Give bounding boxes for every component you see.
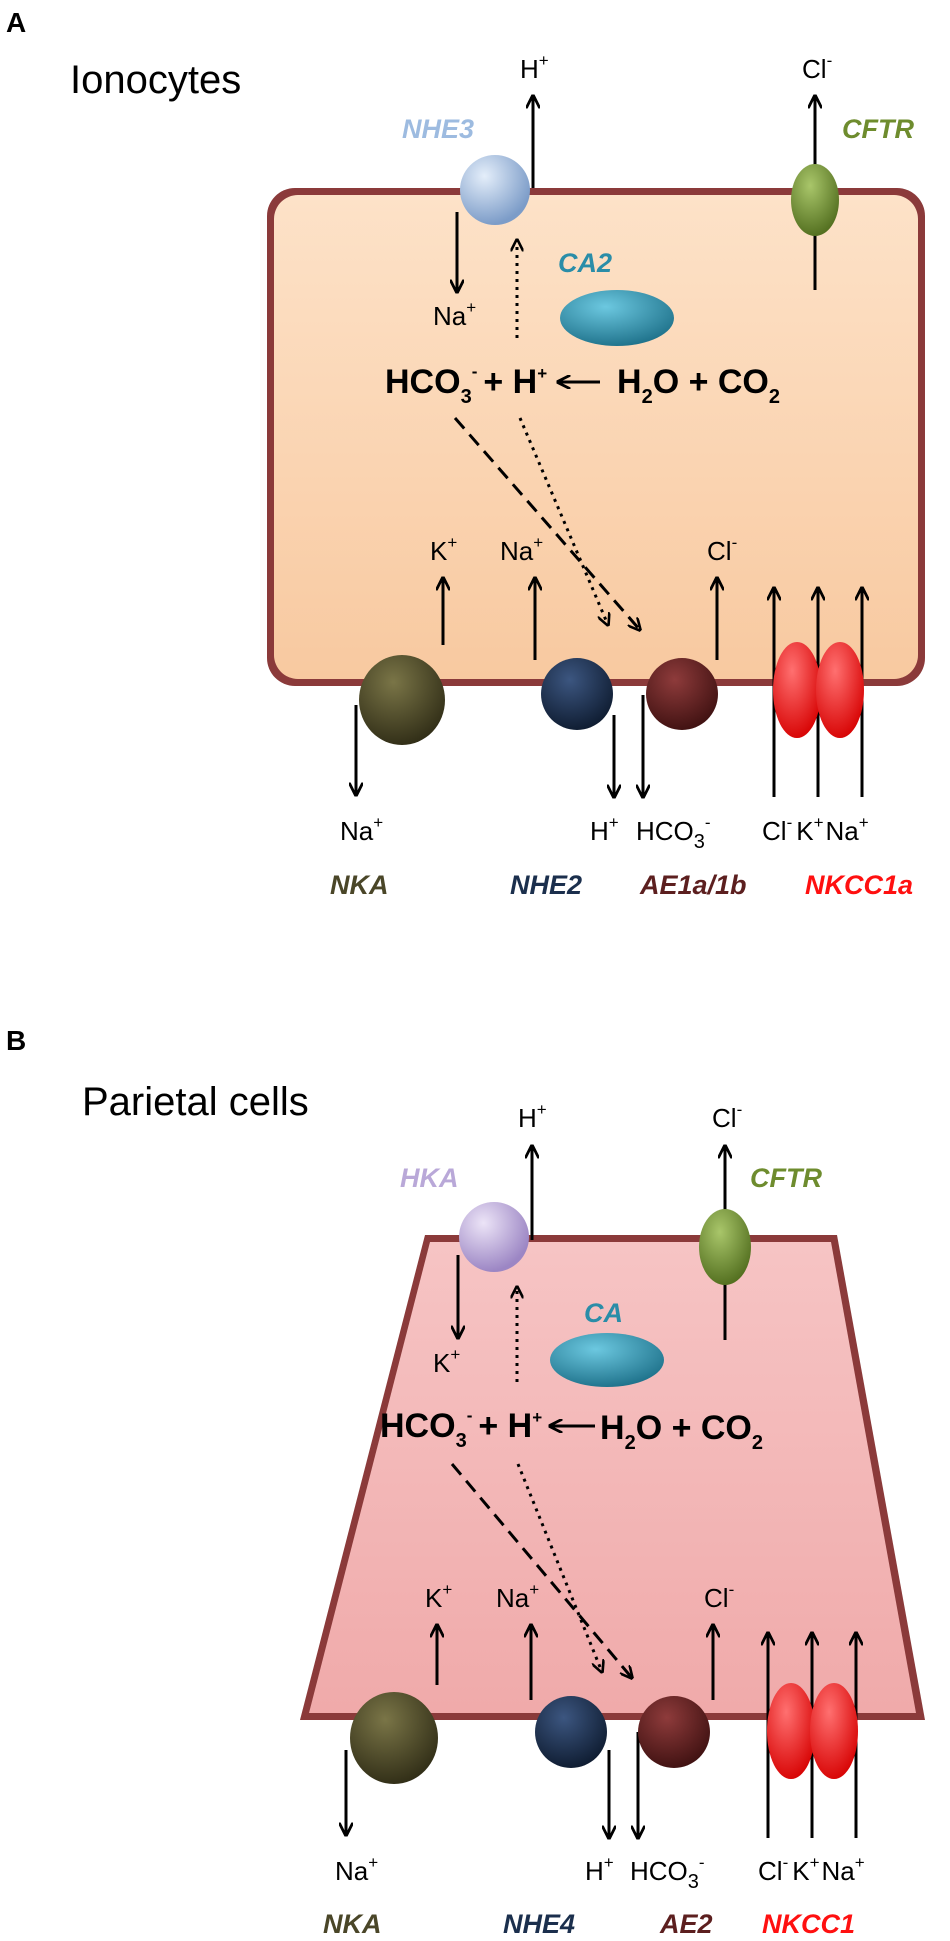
apical-cl-label-b: Cl- bbox=[712, 1100, 742, 1133]
baso-na-label: Na+ bbox=[500, 533, 543, 566]
baso-cl-label: Cl- bbox=[707, 533, 737, 566]
equation-b: HCO3-+ H+ bbox=[380, 1406, 542, 1452]
apical-cl-label: Cl- bbox=[802, 51, 832, 84]
baso-k-label: K+ bbox=[430, 533, 457, 566]
nkcc1a-left-lobe bbox=[773, 642, 821, 738]
baso-na-label-b: Na+ bbox=[496, 1580, 539, 1613]
nhe3-label: NHE3 bbox=[402, 114, 474, 144]
panel-b-title: Parietal cells bbox=[82, 1080, 309, 1124]
equation-a-right: H2O + CO2 bbox=[617, 363, 780, 408]
bottom-h-label: H+ bbox=[590, 813, 619, 846]
nka-pump-b bbox=[350, 1692, 438, 1784]
nhe2-transporter bbox=[541, 658, 613, 730]
equation-b-right: H2O + CO2 bbox=[600, 1409, 763, 1454]
nhe2-label: NHE2 bbox=[510, 870, 582, 900]
bottom-cl-k-na-label: Cl-K+Na+ bbox=[762, 813, 869, 846]
bottom-h-label-b: H+ bbox=[585, 1853, 614, 1886]
ca-enzyme bbox=[550, 1333, 664, 1387]
panel-b: B Parietal cells HKA H+ K+ CA Cl- CFTR H… bbox=[6, 1025, 925, 1939]
nhe3-transporter bbox=[460, 155, 530, 225]
ionocyte-cell bbox=[274, 195, 918, 679]
nka-label: NKA bbox=[330, 870, 389, 900]
panel-a-title: Ionocytes bbox=[70, 58, 241, 102]
apical-na-label: Na+ bbox=[433, 298, 476, 331]
bottom-na-label: Na+ bbox=[340, 813, 383, 846]
bottom-hco3-label-b: HCO3- bbox=[630, 1853, 705, 1893]
equation-a: HCO3-+ H+ bbox=[385, 362, 547, 408]
cftr-channel bbox=[791, 164, 839, 236]
apical-k-label-b: K+ bbox=[433, 1345, 460, 1378]
ca2-enzyme bbox=[560, 290, 674, 346]
ca2-label: CA2 bbox=[558, 248, 612, 278]
bottom-hco3-label: HCO3- bbox=[636, 813, 711, 853]
nhe4-transporter bbox=[535, 1696, 607, 1768]
nka-label-b: NKA bbox=[323, 1909, 382, 1939]
apical-h-label-b: H+ bbox=[518, 1100, 547, 1133]
ae2-label: AE2 bbox=[659, 1909, 713, 1939]
nkcc1-left-lobe bbox=[767, 1683, 815, 1779]
nkcc1a-label: NKCC1a bbox=[805, 870, 913, 900]
hka-pump bbox=[459, 1202, 529, 1272]
panel-a: A Ionocytes NHE3 H+ Na+ CA2 Cl- CFTR HCO… bbox=[6, 7, 925, 900]
ae1-exchanger bbox=[646, 658, 718, 730]
panel-a-label: A bbox=[6, 7, 26, 38]
nkcc1a-right-lobe bbox=[816, 642, 864, 738]
baso-cl-label-b: Cl- bbox=[704, 1580, 734, 1613]
bottom-cl-k-na-label-b: Cl-K+Na+ bbox=[758, 1853, 865, 1886]
apical-h-label: H+ bbox=[520, 51, 549, 84]
cftr-label-b: CFTR bbox=[750, 1163, 822, 1193]
panel-b-label: B bbox=[6, 1025, 26, 1056]
bottom-na-label-b: Na+ bbox=[335, 1853, 378, 1886]
cftr-channel-b bbox=[699, 1209, 751, 1285]
baso-k-label-b: K+ bbox=[425, 1580, 452, 1613]
ca-label: CA bbox=[584, 1298, 623, 1328]
nka-pump bbox=[359, 655, 445, 745]
cftr-label: CFTR bbox=[842, 114, 914, 144]
hka-label: HKA bbox=[400, 1163, 459, 1193]
parietal-cell bbox=[309, 1242, 916, 1713]
nhe4-label: NHE4 bbox=[503, 1909, 575, 1939]
ae1-label: AE1a/1b bbox=[639, 870, 747, 900]
nkcc1-right-lobe bbox=[810, 1683, 858, 1779]
nkcc1-label: NKCC1 bbox=[762, 1909, 855, 1939]
ae2-exchanger bbox=[638, 1696, 710, 1768]
